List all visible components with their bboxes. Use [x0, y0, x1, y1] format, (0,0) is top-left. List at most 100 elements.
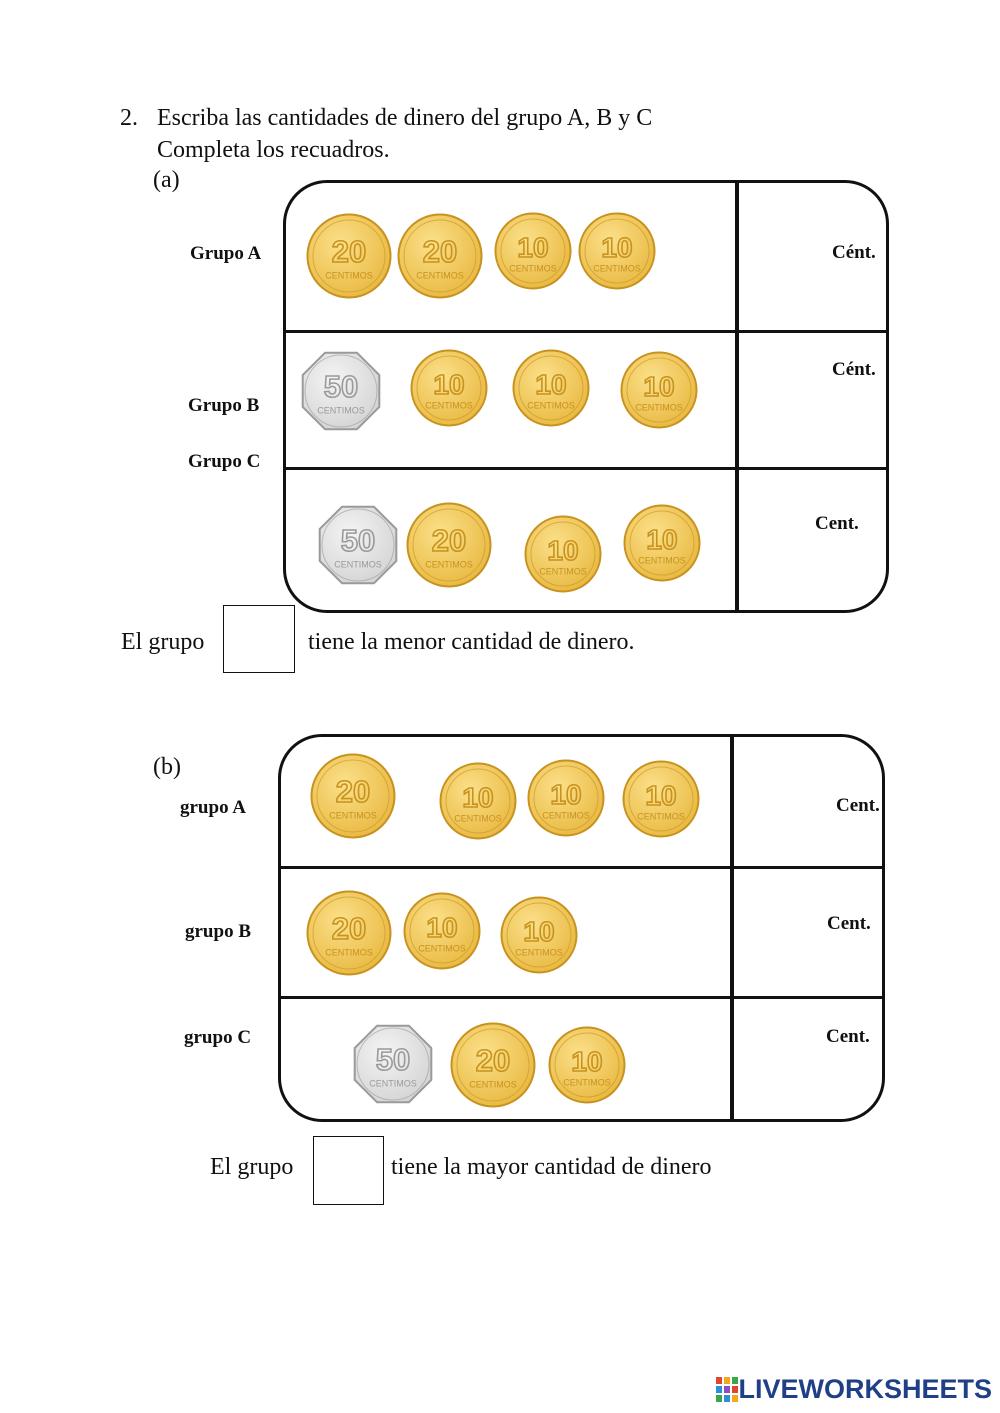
part-b-column-divider	[730, 734, 734, 1122]
svg-text:CENTIMOS: CENTIMOS	[509, 263, 557, 273]
part-b-row-a-answer[interactable]	[738, 822, 822, 858]
svg-text:CENTIMOS: CENTIMOS	[325, 947, 373, 957]
svg-text:10: 10	[523, 916, 554, 947]
instruction-line-1: Escriba las cantidades de dinero del gru…	[157, 105, 653, 131]
svg-text:10: 10	[462, 782, 493, 813]
part-b-row-b-answer[interactable]	[738, 946, 822, 982]
svg-text:20: 20	[432, 523, 466, 558]
svg-text:CENTIMOS: CENTIMOS	[325, 270, 373, 280]
part-b-row-c-label: grupo C	[184, 1027, 252, 1048]
part-b-row-divider-2	[278, 996, 885, 999]
svg-text:CENTIMOS: CENTIMOS	[334, 559, 382, 569]
part-b-label: (b)	[153, 754, 181, 780]
part-a-row-a-unit: Cént.	[832, 242, 876, 263]
svg-text:20: 20	[423, 234, 457, 269]
part-b-table	[278, 734, 885, 1122]
part-a-row-a-answer[interactable]	[742, 266, 826, 302]
svg-text:20: 20	[476, 1043, 510, 1078]
part-a-column-divider	[735, 180, 739, 613]
svg-text:10: 10	[571, 1046, 602, 1077]
svg-text:CENTIMOS: CENTIMOS	[635, 402, 683, 412]
svg-text:10: 10	[645, 780, 676, 811]
svg-text:10: 10	[646, 524, 677, 555]
svg-text:10: 10	[643, 371, 674, 402]
svg-text:CENTIMOS: CENTIMOS	[637, 811, 685, 821]
svg-text:50: 50	[324, 369, 358, 404]
svg-text:10: 10	[535, 369, 566, 400]
svg-text:10: 10	[426, 912, 457, 943]
part-b-row-a-unit: Cent.	[836, 795, 880, 816]
svg-text:CENTIMOS: CENTIMOS	[369, 1078, 417, 1088]
svg-text:50: 50	[341, 523, 375, 558]
part-a-row-b-answer[interactable]	[742, 395, 826, 431]
svg-text:20: 20	[332, 234, 366, 269]
svg-text:CENTIMOS: CENTIMOS	[527, 400, 575, 410]
part-b-row-c-answer[interactable]	[738, 1060, 822, 1096]
part-b-row-b-label: grupo B	[185, 921, 251, 942]
part-a-table	[283, 180, 889, 613]
part-b-group-answer-box[interactable]	[313, 1136, 384, 1205]
liveworksheets-logo: LIVEWORKSHEETS	[716, 1374, 992, 1405]
svg-text:10: 10	[517, 232, 548, 263]
part-a-row-c-answer[interactable]	[742, 545, 826, 581]
svg-text:10: 10	[601, 232, 632, 263]
part-b-row-b-unit: Cent.	[827, 913, 871, 934]
part-a-row-divider-2	[283, 467, 889, 470]
part-b-row-divider-1	[278, 866, 885, 869]
svg-text:CENTIMOS: CENTIMOS	[563, 1077, 611, 1087]
svg-text:CENTIMOS: CENTIMOS	[454, 813, 502, 823]
svg-text:CENTIMOS: CENTIMOS	[425, 400, 473, 410]
part-b-sentence-start: El grupo	[210, 1154, 294, 1180]
part-a-row-a-label: Grupo A	[190, 243, 262, 264]
question-number: 2.	[120, 105, 138, 131]
part-b-row-c-unit: Cent.	[826, 1026, 870, 1047]
svg-text:CENTIMOS: CENTIMOS	[416, 270, 464, 280]
svg-text:CENTIMOS: CENTIMOS	[593, 263, 641, 273]
svg-text:10: 10	[547, 535, 578, 566]
svg-text:50: 50	[376, 1042, 410, 1077]
liveworksheets-brand: LIVEWORKSHEETS	[738, 1374, 992, 1404]
svg-text:CENTIMOS: CENTIMOS	[539, 566, 587, 576]
svg-text:CENTIMOS: CENTIMOS	[542, 810, 590, 820]
part-a-row-c-label: Grupo C	[188, 451, 261, 472]
part-a-label: (a)	[153, 167, 180, 193]
svg-text:CENTIMOS: CENTIMOS	[418, 943, 466, 953]
part-a-row-divider-1	[283, 330, 889, 333]
svg-text:10: 10	[550, 779, 581, 810]
part-a-group-answer-box[interactable]	[223, 605, 295, 673]
part-a-sentence-end: tiene la menor cantidad de dinero.	[308, 629, 635, 655]
part-a-sentence-start: El grupo	[121, 629, 205, 655]
svg-text:20: 20	[332, 911, 366, 946]
svg-text:CENTIMOS: CENTIMOS	[638, 555, 686, 565]
svg-text:CENTIMOS: CENTIMOS	[515, 947, 563, 957]
instruction-line-2: Completa los recuadros.	[157, 137, 390, 163]
svg-text:CENTIMOS: CENTIMOS	[329, 810, 377, 820]
svg-text:20: 20	[336, 774, 370, 809]
liveworksheets-logo-icon	[716, 1376, 739, 1402]
part-a-row-b-unit: Cént.	[832, 359, 876, 380]
part-b-sentence-end: tiene la mayor cantidad de dinero	[391, 1154, 712, 1180]
svg-text:CENTIMOS: CENTIMOS	[469, 1079, 517, 1089]
part-b-row-a-label: grupo A	[180, 797, 246, 818]
